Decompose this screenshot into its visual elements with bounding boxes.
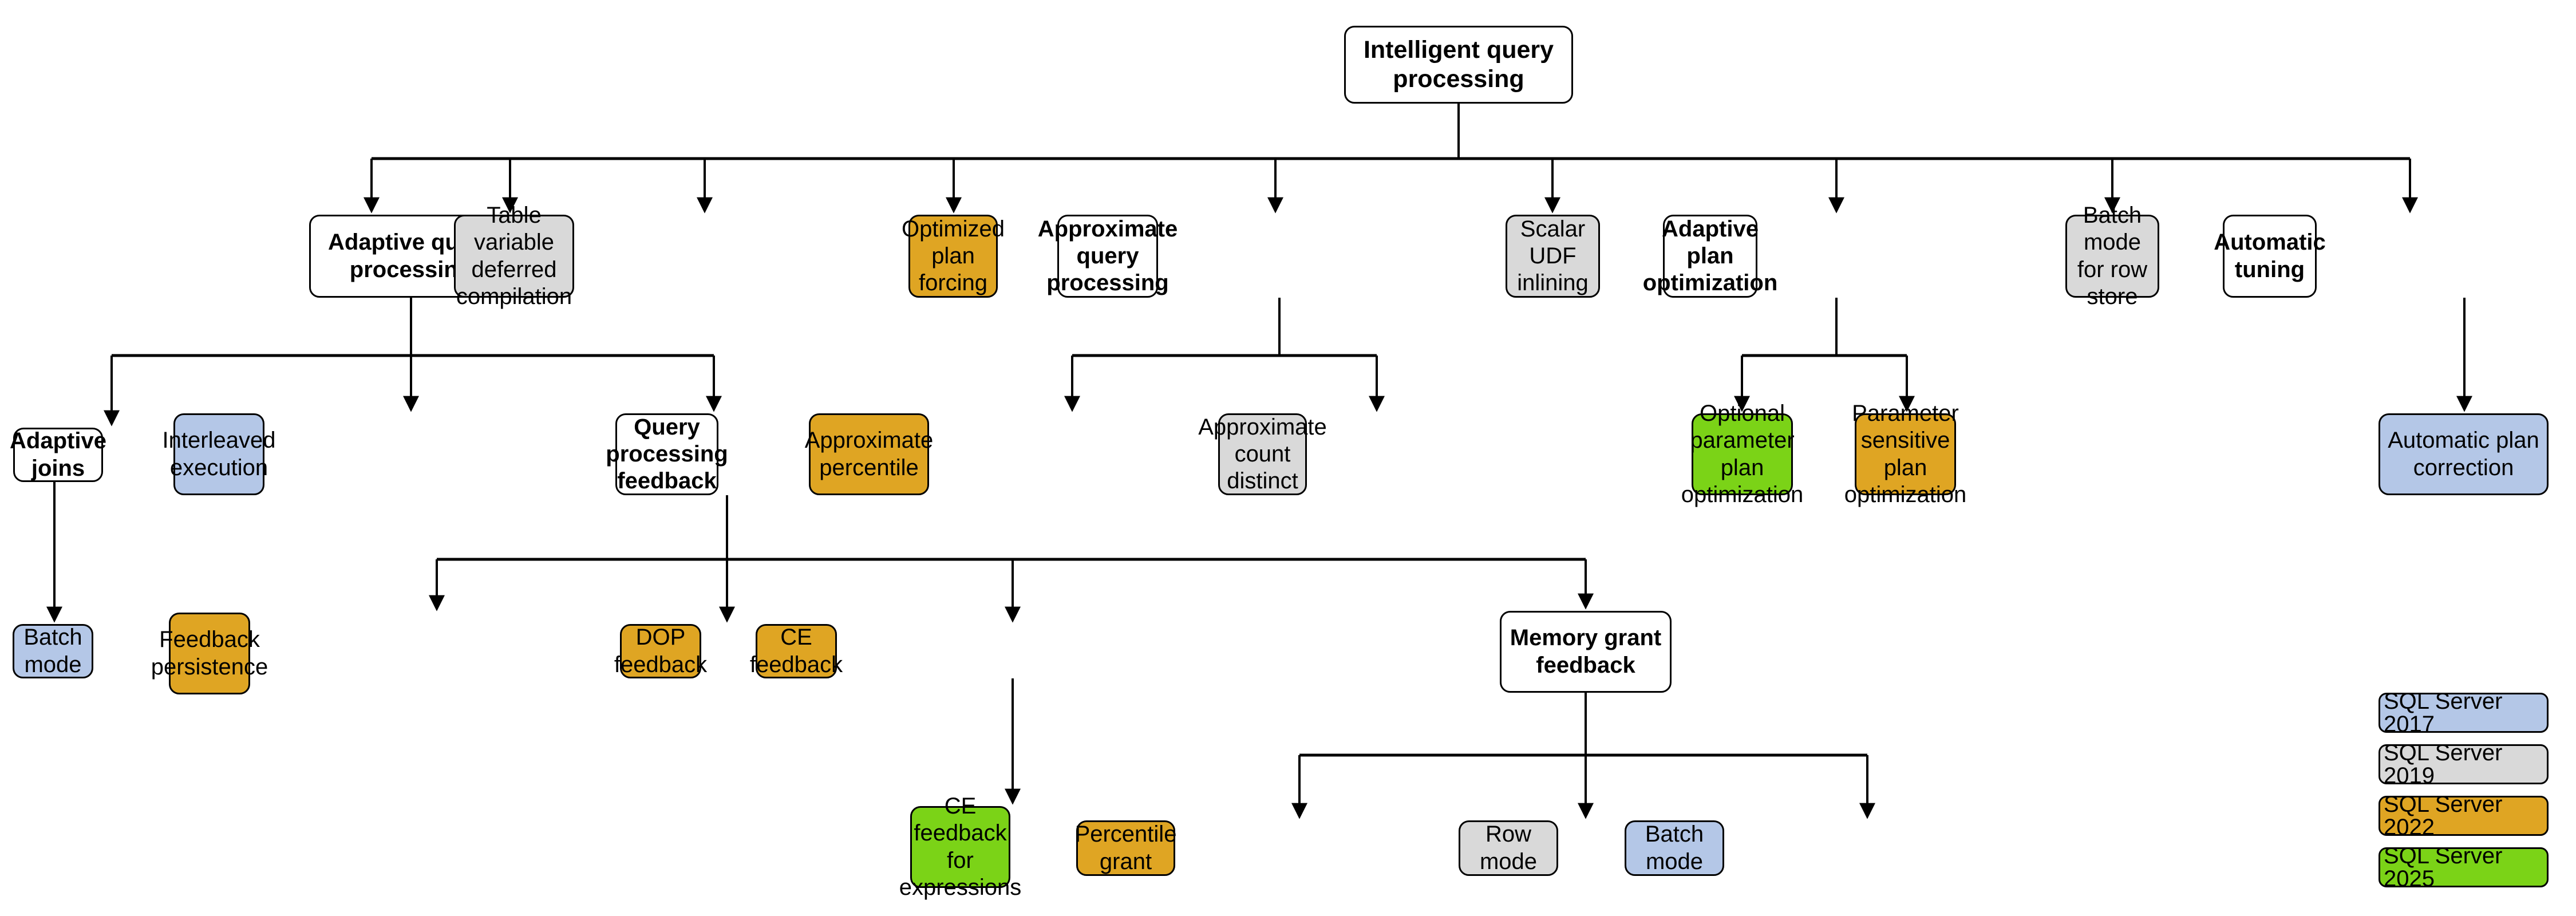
node-opf[interactable]: Optimized plan forcing [902,215,1005,298]
node-pg[interactable]: Percentile grant [1074,820,1177,876]
node-rm[interactable]: Row mode [1459,820,1558,876]
node-label: Batch mode [1645,822,1704,874]
node-label: Approximate count distinct [1198,414,1327,494]
node-apo[interactable]: Adaptive plan optimization [1643,215,1777,298]
node-sudf[interactable]: Scalar UDF inlining [1506,215,1600,298]
node-label: Table variable deferred compilation [456,203,572,309]
node-bm1[interactable]: Batch mode [13,624,93,678]
node-label: DOP feedback [614,625,708,677]
legend-item-label: SQL Server 2019 [2384,740,2503,788]
node-label: CE feedback for expressions [899,793,1022,900]
node-aj[interactable]: Adaptive joins [10,428,106,482]
node-label: Percentile grant [1074,822,1177,874]
node-dopf[interactable]: DOP feedback [614,624,707,678]
node-cefe[interactable]: CE feedback for expressions [899,793,1021,900]
node-label: Adaptive joins [10,428,106,481]
node-label: Adaptive plan optimization [1642,216,1778,296]
legend-item-sql2025: SQL Server 2025 [2379,843,2549,891]
legend-item-sql2019: SQL Server 2019 [2379,740,2549,788]
legend-item-sql2022: SQL Server 2022 [2379,792,2549,840]
node-label: Batch mode [23,625,82,677]
node-qpf[interactable]: Query processing feedback [606,413,728,495]
node-label: Approximate percentile [804,428,934,480]
node-ie[interactable]: Interleaved execution [163,413,275,495]
node-oppo[interactable]: Optional parameter plan optimization [1681,401,1803,507]
node-label: Approximate query processing [1037,216,1178,296]
node-pspo[interactable]: Parameter sensitive plan optimization [1844,401,1966,507]
node-label: Automatic plan correction [2388,428,2539,480]
node-label: Scalar UDF inlining [1517,216,1589,296]
node-bm2[interactable]: Batch mode [1625,820,1724,876]
node-cef[interactable]: CE feedback [750,624,843,678]
node-label: Optimized plan forcing [901,216,1005,296]
node-label: Parameter sensitive plan optimization [1844,401,1967,507]
node-label: Automatic tuning [2214,230,2326,282]
legend-item-label: SQL Server 2022 [2384,792,2503,840]
node-apc[interactable]: Automatic plan correction [2379,413,2549,495]
legend-item-label: SQL Server 2017 [2384,689,2503,737]
node-at[interactable]: Automatic tuning [2214,215,2326,298]
node-label: Batch mode for row store [2077,203,2148,309]
node-root[interactable]: Intelligent query processing [1344,26,1573,104]
node-acd[interactable]: Approximate count distinct [1198,413,1327,495]
node-label: Memory grant feedback [1510,625,1662,678]
node-label: Row mode [1479,822,1538,874]
node-mgf[interactable]: Memory grant feedback [1500,611,1672,693]
node-tvdc[interactable]: Table variable deferred compilation [454,203,574,309]
node-label: Query processing feedback [606,414,728,494]
node-label: CE feedback [749,625,843,677]
node-bmrs[interactable]: Batch mode for row store [2065,203,2159,309]
legend-item-label: SQL Server 2025 [2384,843,2503,891]
node-apct[interactable]: Approximate percentile [805,413,933,495]
node-label: Optional parameter plan optimization [1681,401,1804,507]
node-label: Intelligent query processing [1363,36,1554,93]
node-fp[interactable]: Feedback persistence [151,613,268,694]
node-apq[interactable]: Approximate query processing [1038,215,1178,298]
legend-item-sql2017: SQL Server 2017 [2379,689,2549,737]
node-label: Interleaved execution [162,428,276,480]
node-label: Feedback persistence [151,627,268,680]
